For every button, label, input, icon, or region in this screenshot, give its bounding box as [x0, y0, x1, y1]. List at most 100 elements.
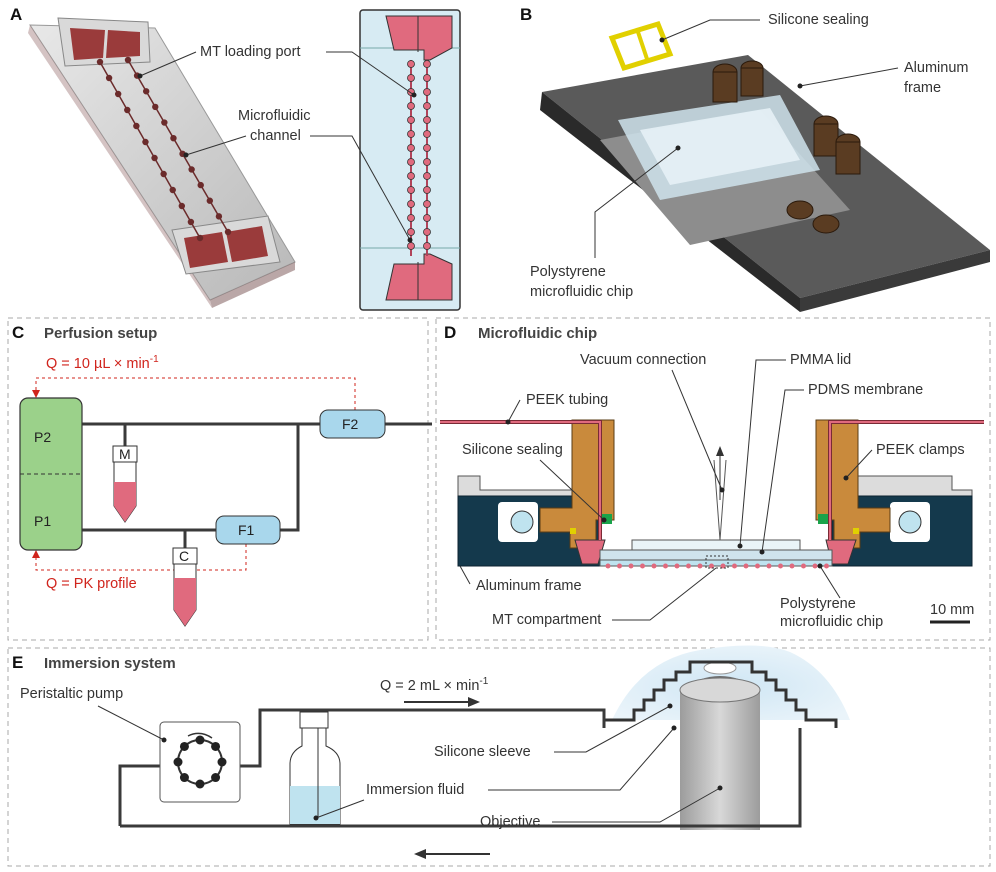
mt-port-3d — [170, 134, 177, 142]
label-silicone-sealing-b: Silicone sealing — [768, 12, 869, 28]
mt-port-2d — [423, 200, 431, 208]
peristaltic-pump — [159, 721, 241, 803]
panel-d-letter: D — [444, 323, 456, 342]
panel-c-letter: C — [12, 323, 24, 342]
mt-port-3d — [151, 154, 158, 162]
mt-port-2d — [423, 88, 431, 96]
mt-compartment-dot — [766, 563, 772, 569]
mt-compartment-dot — [720, 563, 726, 569]
label-pdms-membrane: PDMS membrane — [808, 382, 923, 398]
mt-port-2d — [407, 130, 415, 138]
mt-port-2d — [407, 116, 415, 124]
panel-d-title: Microfluidic chip — [478, 325, 597, 342]
panel-c: C Perfusion setup Q = 10 µL × min-1 Q = … — [12, 323, 432, 627]
label-frame: frame — [904, 80, 941, 96]
label-silicone-sealing-d: Silicone sealing — [462, 442, 563, 458]
mt-port-2d — [423, 172, 431, 180]
flow-rate-e: Q = 2 mL × min-1 — [380, 676, 489, 694]
panel-b-letter: B — [520, 5, 532, 24]
label-peek-clamps: PEEK clamps — [876, 442, 965, 458]
mt-compartment-dot — [663, 563, 668, 569]
label-microfluidic-chip-b: microfluidic chip — [530, 284, 633, 300]
label-objective: Objective — [480, 814, 540, 830]
label-vacuum-connection: Vacuum connection — [580, 352, 706, 368]
pump-roller — [211, 773, 221, 783]
mt-compartment-dot — [697, 563, 703, 569]
objective — [680, 690, 760, 830]
mt-port-2d — [423, 186, 431, 194]
mt-port-2d — [407, 60, 415, 68]
mt-port-2d — [423, 116, 431, 124]
label-peristaltic-pump: Peristaltic pump — [20, 686, 123, 702]
leader-a4 — [310, 135, 411, 241]
pump-roller — [179, 741, 189, 751]
mt-compartment-dot — [778, 563, 783, 569]
mt-port-3d — [187, 218, 195, 226]
mt-port-2d — [407, 158, 415, 166]
mt-port-3d — [161, 119, 168, 126]
mt-port-3d — [215, 213, 223, 220]
box-c: C — [179, 548, 189, 564]
panel-e-title: Immersion system — [44, 655, 176, 672]
mt-compartment-dot — [617, 563, 622, 569]
pump-roller — [217, 757, 227, 767]
mt-port-3d — [114, 90, 122, 98]
panel-borders — [7, 317, 991, 867]
mt-port-3d — [142, 138, 149, 146]
tube-m: M — [112, 445, 138, 523]
panel-a: A — [10, 5, 461, 311]
box-m: M — [119, 446, 131, 462]
mt-port-2d — [423, 228, 431, 236]
pump-roller — [179, 773, 189, 783]
mt-compartment-dot — [640, 563, 645, 569]
panel-d: D Microfluidic chip — [440, 323, 984, 630]
flow-rate-top: Q = 10 µL × min-1 — [46, 354, 159, 372]
mt-port-3d — [224, 228, 232, 236]
label-mt-compartment: MT compartment — [492, 612, 601, 628]
label-peek-tubing: PEEK tubing — [526, 392, 608, 408]
mt-compartment-dot — [651, 563, 657, 569]
mt-port-3d — [169, 186, 176, 194]
mt-port-3d — [196, 234, 204, 242]
mt-port-2d — [423, 158, 431, 166]
mt-port-3d — [142, 88, 150, 95]
mt-port-2d — [423, 60, 431, 68]
chip-2d-schematic — [359, 9, 461, 311]
label-f1: F1 — [238, 522, 255, 538]
mt-port-2d — [423, 242, 431, 250]
label-polystyrene-b: Polystyrene — [530, 264, 606, 280]
mt-port-2d — [407, 228, 415, 236]
label-aluminum: Aluminum — [904, 60, 968, 76]
mt-port-3d — [133, 122, 140, 130]
chip-3d-render — [28, 17, 296, 308]
mt-compartment-dot — [801, 563, 806, 569]
mt-port-2d — [407, 74, 415, 82]
mt-port-3d — [124, 106, 131, 114]
mt-compartment-dot — [755, 563, 760, 569]
mt-compartment-dot — [732, 563, 737, 569]
mt-port-2d — [407, 172, 415, 180]
leader-a2 — [326, 51, 415, 96]
pump-roller — [211, 741, 221, 751]
tube-c: C — [172, 547, 198, 627]
mt-port-2d — [423, 102, 431, 110]
frame-3d-render — [540, 20, 990, 312]
mt-port-3d — [124, 56, 132, 64]
label-mt-loading-port: MT loading port — [200, 44, 300, 60]
mt-compartment-dot — [605, 563, 611, 569]
pump-roller — [195, 735, 205, 745]
feedback-arrow-top — [32, 377, 356, 422]
mt-port-2d — [407, 200, 415, 208]
mt-compartment-dot — [686, 563, 691, 569]
label-microfluidic-chip-d: microfluidic chip — [780, 614, 883, 630]
mt-port-2d — [423, 214, 431, 222]
label-polystyrene-d: Polystyrene — [780, 596, 856, 612]
label-silicone-sleeve: Silicone sleeve — [434, 744, 531, 760]
mt-compartment-dot — [674, 563, 680, 569]
label-f2: F2 — [342, 416, 359, 432]
panel-a-letter: A — [10, 5, 22, 24]
mt-compartment-dot — [789, 563, 795, 569]
mt-port-2d — [407, 242, 415, 250]
pump-roller — [173, 757, 183, 767]
panel-e: E Immersion system Peristaltic pump Q = … — [12, 645, 850, 859]
